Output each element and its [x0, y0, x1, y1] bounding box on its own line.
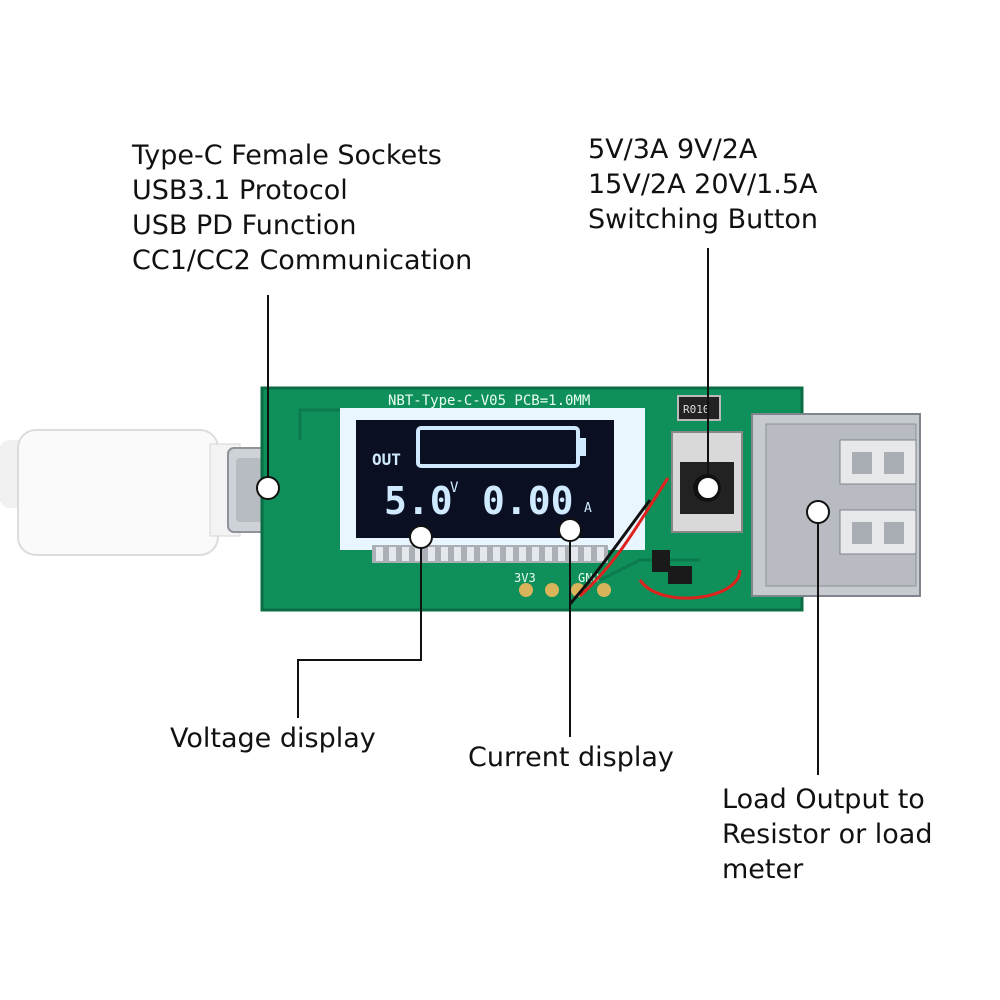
lcd-pin: [415, 547, 422, 561]
resistor: R010: [677, 395, 721, 421]
switch-line-3: Switching Button: [588, 204, 819, 235]
lcd-pin: [597, 547, 604, 561]
voltage-marker: [409, 525, 433, 549]
lcd-voltage: 5.0: [384, 479, 453, 523]
lcd-pin: [467, 547, 474, 561]
switch-callout: 5V/3A 9V/2A 15V/2A 20V/1.5A Switching Bu…: [588, 132, 818, 237]
current-marker: [558, 518, 582, 542]
lcd-pin: [480, 547, 487, 561]
lcd-mode: OUT: [372, 450, 401, 469]
lcd-pin: [506, 547, 513, 561]
lcd-pin: [584, 547, 591, 561]
lcd-module: OUT 5.0 V 0.00 A: [340, 408, 645, 563]
jumper-wires: [568, 477, 742, 605]
callout-lines: [267, 248, 819, 775]
lcd-pin: [519, 547, 526, 561]
smd-component: [652, 550, 670, 572]
load-line-3: meter: [722, 854, 804, 885]
lcd-current-unit: A: [584, 501, 592, 516]
load-line-1: Load Output to: [722, 784, 925, 815]
load-marker: [806, 500, 830, 524]
lcd-pin: [441, 547, 448, 561]
pcb-silkscreen: NBT-Type-C-V05 PCB=1.0MM: [388, 393, 590, 409]
typec-line-4: CC1/CC2 Communication: [132, 245, 473, 276]
lcd-pin: [389, 547, 396, 561]
callout-markers: [256, 476, 830, 549]
switch-marker: [696, 476, 720, 500]
load-line-2: Resistor or load: [722, 819, 933, 850]
current-callout: Current display: [468, 740, 674, 775]
resistor-code: R010: [683, 403, 710, 416]
lcd-pin: [402, 547, 409, 561]
lcd-pin: [428, 547, 435, 561]
lcd-pin: [532, 547, 539, 561]
pin-pads: 3V3 GND: [514, 571, 611, 597]
lcd-current: 0.00: [482, 479, 574, 523]
lcd-pin: [545, 547, 552, 561]
voltage-line-1: Voltage display: [170, 723, 376, 754]
lcd-pin: [558, 547, 565, 561]
load-callout: Load Output to Resistor or load meter: [722, 782, 933, 887]
current-line-1: Current display: [468, 742, 674, 773]
lcd-pin: [454, 547, 461, 561]
usb-a-female-socket: [751, 413, 921, 597]
lcd-pin: [493, 547, 500, 561]
switch-line-1: 5V/3A 9V/2A: [588, 134, 758, 165]
smd-component: [668, 566, 692, 584]
typec-line-3: USB PD Function: [132, 210, 357, 241]
voltage-callout: Voltage display: [170, 721, 376, 756]
typec-callout: Type-C Female Sockets USB3.1 Protocol US…: [132, 138, 472, 278]
lcd-voltage-unit: V: [450, 480, 459, 496]
lcd-pin: [376, 547, 383, 561]
typec-marker: [256, 476, 280, 500]
switch-line-2: 15V/2A 20V/1.5A: [588, 169, 818, 200]
typec-line-2: USB3.1 Protocol: [132, 175, 348, 206]
pin-3v3-label: 3V3: [514, 571, 536, 585]
typec-line-1: Type-C Female Sockets: [132, 140, 442, 171]
lcd-pin: [571, 547, 578, 561]
